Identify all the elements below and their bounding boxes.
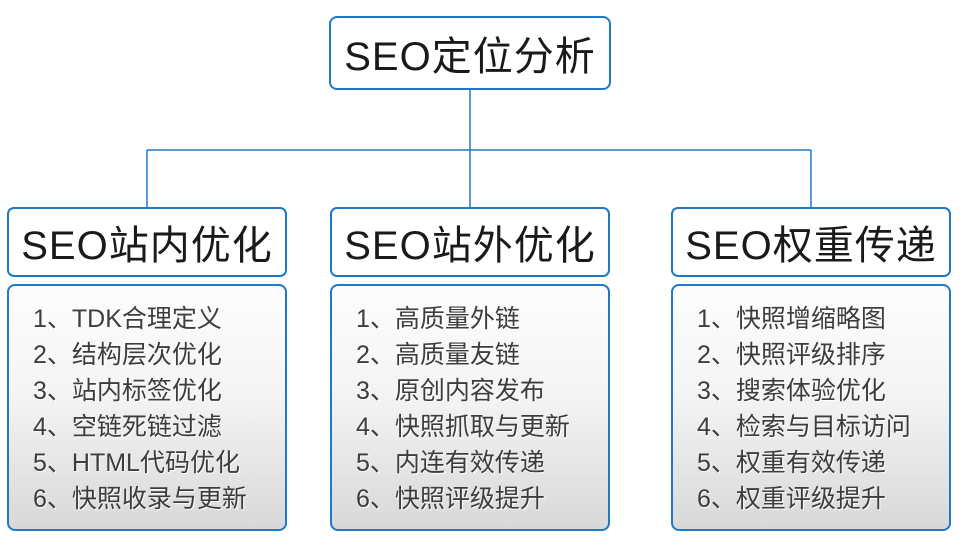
- list-item: 5、内连有效传递: [356, 449, 545, 477]
- list-item: 5、权重有效传递: [697, 449, 886, 477]
- list-item: 3、原创内容发布: [356, 377, 545, 405]
- list-item: 4、检索与目标访问: [697, 413, 911, 441]
- branch-offsite-title: SEO站外优化: [344, 224, 596, 268]
- root-node: SEO定位分析: [329, 16, 611, 90]
- list-item: 3、站内标签优化: [33, 377, 222, 405]
- branch-onsite: SEO站内优化 1、TDK合理定义 2、结构层次优化 3、站内标签优化 4、空链…: [7, 207, 287, 531]
- list-item: 1、高质量外链: [356, 305, 520, 333]
- list-item: 2、高质量友链: [356, 341, 520, 369]
- root-node-label: SEO定位分析: [344, 35, 596, 79]
- branch-offsite-header: SEO站外优化: [330, 207, 610, 277]
- list-item: 6、权重评级提升: [697, 485, 886, 513]
- list-item: 1、TDK合理定义: [33, 305, 222, 333]
- branch-weight-header: SEO权重传递: [671, 207, 951, 277]
- list-item: 6、快照收录与更新: [33, 485, 247, 513]
- list-item: 4、快照抓取与更新: [356, 413, 570, 441]
- list-item: 5、HTML代码优化: [33, 449, 240, 477]
- branch-offsite: SEO站外优化 1、高质量外链 2、高质量友链 3、原创内容发布 4、快照抓取与…: [330, 207, 610, 531]
- list-item: 4、空链死链过滤: [33, 413, 222, 441]
- list-item: 1、快照增缩略图: [697, 305, 886, 333]
- list-item: 6、快照评级提升: [356, 485, 545, 513]
- branch-offsite-list: 1、高质量外链 2、高质量友链 3、原创内容发布 4、快照抓取与更新 5、内连有…: [330, 284, 610, 531]
- branch-onsite-title: SEO站内优化: [21, 224, 273, 268]
- list-item: 2、快照评级排序: [697, 341, 886, 369]
- branch-weight: SEO权重传递 1、快照增缩略图 2、快照评级排序 3、搜索体验优化 4、检索与…: [671, 207, 951, 531]
- branch-weight-title: SEO权重传递: [685, 224, 937, 268]
- branch-onsite-list: 1、TDK合理定义 2、结构层次优化 3、站内标签优化 4、空链死链过滤 5、H…: [7, 284, 287, 531]
- branch-weight-list: 1、快照增缩略图 2、快照评级排序 3、搜索体验优化 4、检索与目标访问 5、权…: [671, 284, 951, 531]
- branch-onsite-header: SEO站内优化: [7, 207, 287, 277]
- list-item: 3、搜索体验优化: [697, 377, 886, 405]
- list-item: 2、结构层次优化: [33, 341, 222, 369]
